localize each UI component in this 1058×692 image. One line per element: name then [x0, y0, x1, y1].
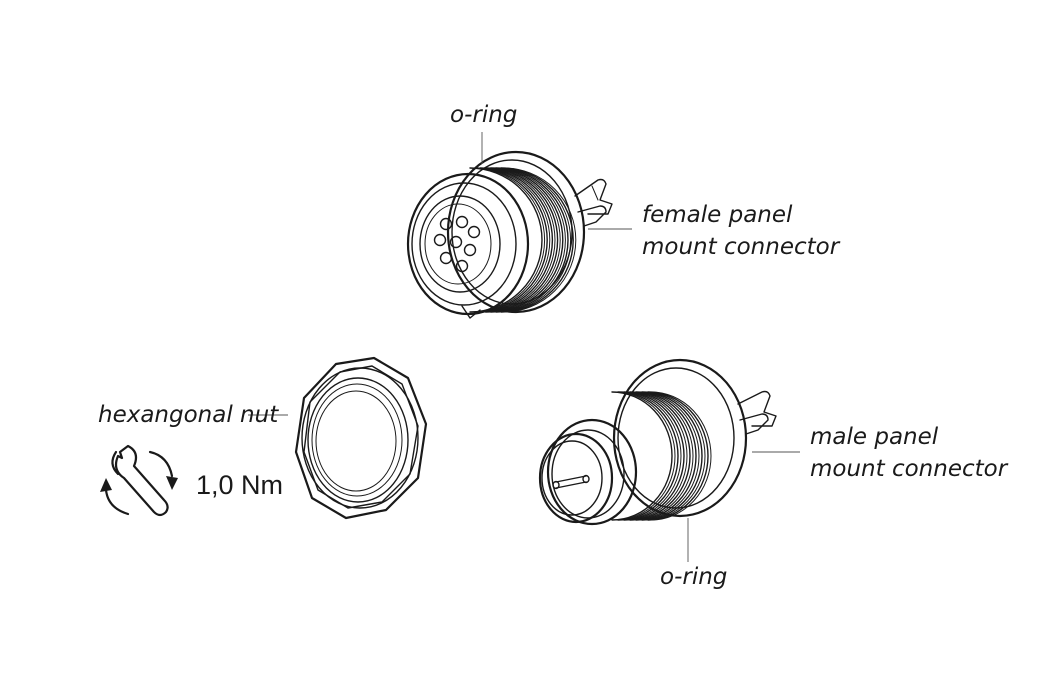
thread-ring	[620, 391, 682, 521]
thread-ring	[490, 167, 564, 313]
thread-ring	[484, 167, 559, 313]
female-front-face	[406, 172, 530, 319]
thread-ring	[647, 391, 709, 521]
o-ring-bottom-label: o-ring	[660, 564, 727, 590]
wrench-rotate-icon	[100, 444, 178, 517]
thread-ring	[617, 391, 679, 521]
male-connector-label-line1: male panel	[810, 424, 939, 450]
male-front-sleeve	[538, 418, 638, 526]
thread-ring	[638, 391, 700, 521]
thread-ring	[623, 391, 685, 521]
hex-nut-label: hexangonal nut	[98, 402, 279, 428]
male-contact-pins	[552, 474, 590, 490]
o-ring-top-label: o-ring	[450, 102, 517, 128]
thread-ring	[644, 391, 706, 521]
female-solder-tails	[574, 178, 613, 227]
thread-ring	[635, 391, 697, 521]
thread-ring	[498, 167, 572, 313]
thread-ring	[503, 167, 577, 313]
thread-ring	[472, 167, 546, 313]
thread-ring	[500, 167, 574, 313]
female-contact-holes	[433, 215, 481, 273]
thread-ring	[641, 391, 703, 521]
male-solder-tails	[737, 390, 777, 435]
male-panel-mount-connector	[538, 358, 800, 562]
thread-ring	[611, 391, 673, 521]
thread-ring	[629, 391, 691, 521]
thread-ring	[479, 167, 554, 313]
thread-ring	[632, 391, 694, 521]
thread-ring	[474, 167, 548, 313]
thread-ring	[477, 167, 551, 313]
thread-ring	[487, 167, 561, 313]
female-connector-label-line1: female panel	[642, 202, 793, 228]
female-threaded-body	[469, 167, 577, 313]
female-connector-label-line2: mount connector	[642, 234, 841, 260]
thread-ring	[495, 167, 569, 313]
thread-ring	[482, 167, 556, 313]
torque-value-label: 1,0 Nm	[196, 470, 283, 500]
thread-ring	[614, 391, 676, 521]
male-threaded-body	[611, 391, 712, 521]
thread-ring	[650, 391, 712, 521]
male-connector-label-line2: mount connector	[810, 456, 1009, 482]
thread-ring	[626, 391, 688, 521]
thread-ring	[492, 167, 566, 313]
hexagonal-nut	[248, 356, 428, 520]
female-panel-mount-connector	[406, 132, 632, 319]
thread-ring	[469, 167, 543, 313]
